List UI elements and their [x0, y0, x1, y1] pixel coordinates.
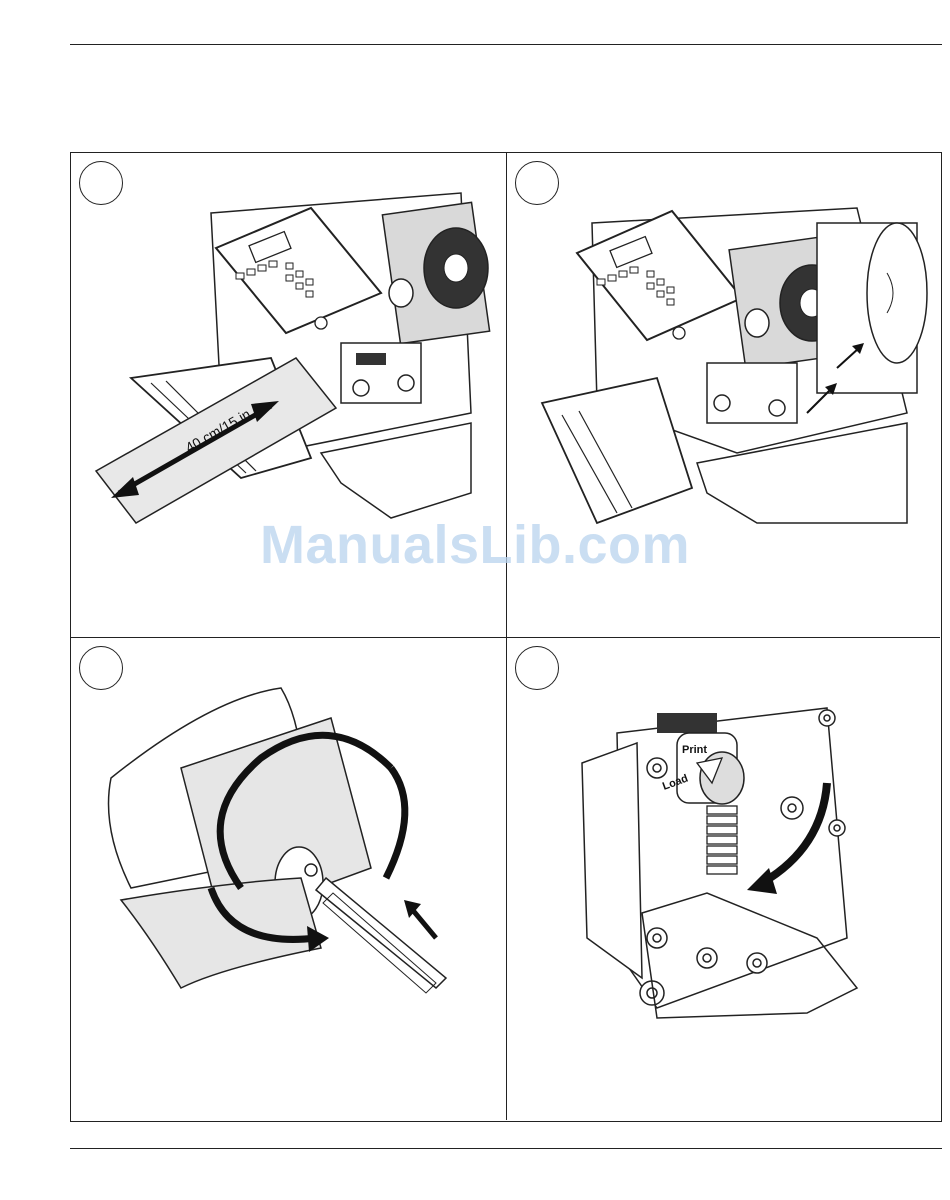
rewind-hub-illustration — [71, 638, 507, 1120]
header-rule — [70, 44, 942, 45]
printer-liner-routing-illustration — [507, 153, 940, 638]
instruction-grid: 40 cm/15 in — [70, 152, 942, 1122]
footer-rule — [70, 1148, 942, 1149]
step-panel-4: Print Load — [507, 638, 940, 1120]
printhead-knob-illustration: Print Load — [507, 638, 940, 1120]
printer-media-feed-illustration: 40 cm/15 in — [71, 153, 507, 638]
step-panel-2 — [507, 153, 940, 638]
step-panel-3 — [71, 638, 507, 1120]
print-position-label: Print — [682, 744, 707, 756]
step-panel-1: 40 cm/15 in — [71, 153, 507, 638]
